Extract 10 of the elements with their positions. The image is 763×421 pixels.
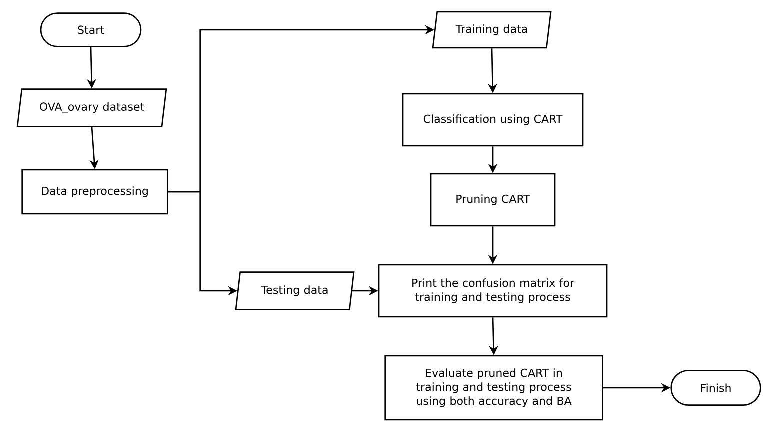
process-box: Classification using CART (402, 93, 584, 147)
data-parallelogram: OVA_ovary dataset (16, 88, 168, 128)
data-parallelogram: Training data (432, 11, 552, 49)
process-box: Data preprocessing (22, 169, 168, 215)
process-box: Pruning CART (430, 173, 556, 227)
process-box: Print the confusion matrix for training and testing process (378, 264, 608, 318)
terminal-box: Start (40, 12, 142, 48)
process-box: Evaluate pruned CART in training and testing process using both accuracy and BA (384, 355, 604, 421)
terminal-box: Finish (670, 370, 762, 406)
data-parallelogram: Testing data (235, 272, 355, 310)
